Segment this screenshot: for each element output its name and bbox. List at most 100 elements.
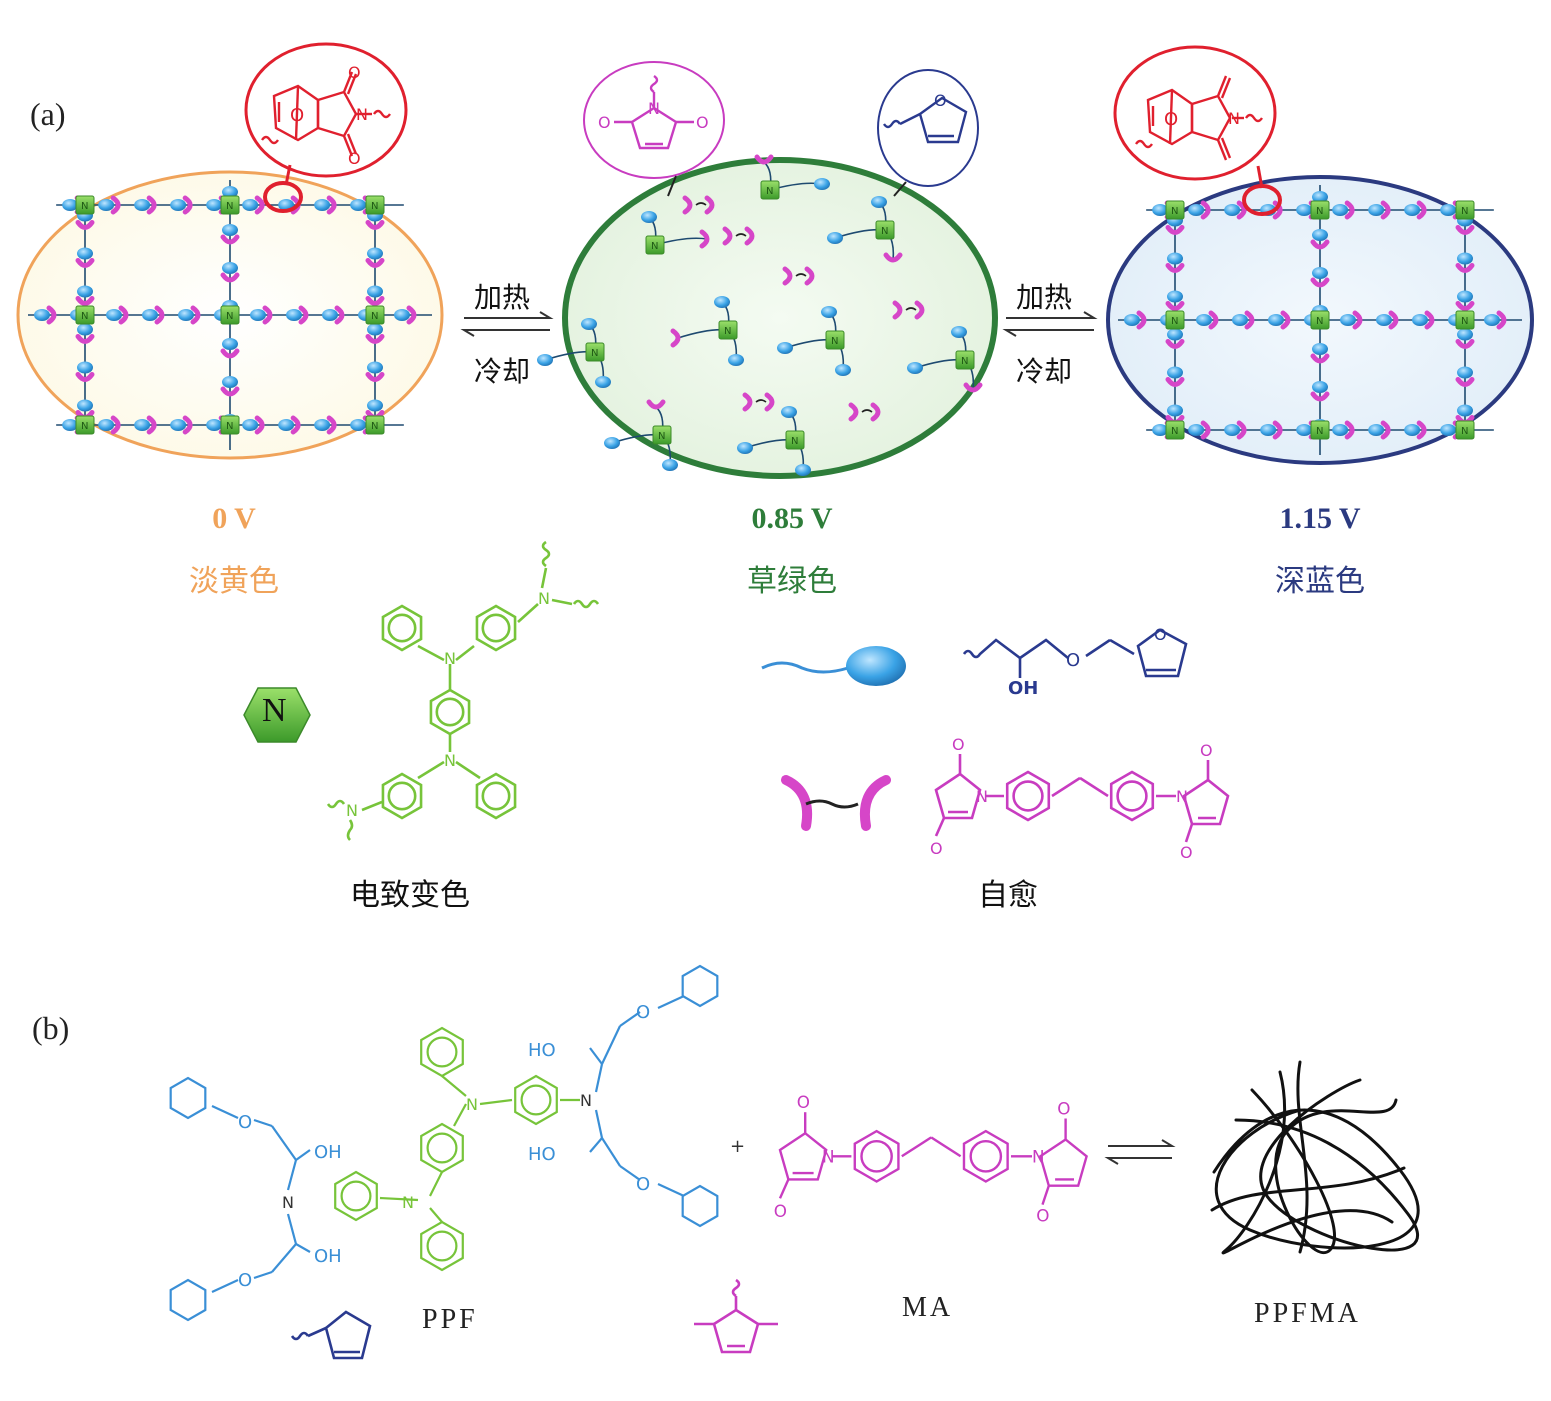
svg-text:O: O: [1057, 1098, 1070, 1118]
furan-bead: [314, 199, 331, 211]
maleimide-cup: [75, 219, 95, 230]
furan-bead: [1167, 366, 1183, 379]
maleimide-cup: [1310, 239, 1330, 250]
maleimide-cup: [1165, 300, 1185, 311]
furan-bead: [350, 199, 367, 211]
furan-bead: [1224, 424, 1241, 436]
furan-bead: [795, 464, 811, 476]
furan-bead: [1188, 424, 1205, 436]
svg-text:O: O: [636, 1002, 650, 1023]
svg-text:O: O: [1164, 109, 1178, 130]
furan-bead: [1224, 204, 1241, 216]
furan-bead-legend: [761, 646, 906, 686]
svg-text:O: O: [696, 113, 709, 132]
svg-text:N: N: [226, 421, 233, 432]
furan-bead: [662, 459, 678, 471]
maleimide-cup: [1424, 310, 1435, 330]
maleimide-cup: [1310, 277, 1330, 288]
oh-label-legend: OH: [1008, 678, 1039, 699]
tpa-node: [1165, 200, 1185, 220]
svg-text:N: N: [1176, 787, 1188, 806]
node-letter: N: [262, 692, 287, 729]
maleimide-cup: [254, 195, 265, 215]
heat-label-1: 加热: [474, 281, 531, 314]
maleimide-cup: [804, 266, 815, 286]
tpa-node: [718, 320, 738, 340]
tpa-node: [652, 425, 672, 445]
plus-sign: +: [730, 1136, 746, 1157]
furan-glycidyl-structure: OO: [962, 625, 1188, 678]
svg-text:O: O: [1036, 1205, 1049, 1225]
maleimide-cup: [110, 195, 121, 215]
furan-bead: [1376, 314, 1392, 326]
svg-text:N: N: [791, 436, 798, 447]
furan-bead: [1332, 424, 1349, 436]
maleimide-cup: [365, 295, 385, 306]
svg-text:N: N: [81, 201, 88, 212]
furan-callout: O: [877, 69, 979, 197]
svg-text:N: N: [1032, 1147, 1045, 1167]
furan-bead: [1457, 404, 1473, 417]
svg-text:N: N: [538, 589, 550, 608]
furan-bead: [1412, 314, 1428, 326]
svg-text:N: N: [371, 311, 378, 322]
maleimide-cup: [326, 195, 337, 215]
maleimide-cup: [914, 300, 925, 320]
tpa-node: [955, 350, 975, 370]
ppfma-network-scribble: [1210, 1060, 1420, 1255]
furan-bead: [1188, 204, 1205, 216]
furan-bead: [314, 419, 331, 431]
maleimide-cup: [1165, 224, 1185, 235]
furan-bead: [367, 247, 383, 260]
furan-bead: [1404, 204, 1421, 216]
furan-bead: [777, 342, 793, 354]
maleimide-cup: [1280, 310, 1291, 330]
maleimide-symbol-b: [694, 1278, 778, 1354]
ppf-name: PPF: [422, 1304, 478, 1335]
svg-text:N: N: [1171, 316, 1178, 327]
svg-text:N: N: [466, 1095, 478, 1114]
equilibrium-arrow-b: [1104, 1139, 1176, 1165]
furan-bead: [77, 247, 93, 260]
svg-text:O: O: [797, 1092, 810, 1112]
furan-bead: [1312, 191, 1328, 203]
tpa-node: [875, 220, 895, 240]
maleimide-cup: [326, 415, 337, 435]
panel-b-label: (b): [32, 1010, 70, 1046]
equilibrium-arrow-2: [1002, 311, 1098, 337]
furan-bead: [1312, 229, 1328, 241]
furan-bead: [206, 419, 223, 431]
svg-text:O: O: [238, 1270, 252, 1291]
furan-bead: [367, 285, 383, 298]
maleimide-cup: [220, 234, 240, 245]
voltage-label-0: 0 V: [212, 502, 256, 535]
furan-bead: [250, 309, 266, 321]
tpa-node: [1455, 310, 1475, 330]
color-label-0: 淡黄色: [189, 564, 279, 599]
maleimide-cup: [220, 272, 240, 283]
tpa-node: [220, 415, 240, 435]
furan-bead: [1312, 267, 1328, 279]
tpa-node: [365, 305, 385, 325]
furan-bead: [322, 309, 338, 321]
voltage-label-1: 0.85 V: [751, 502, 833, 535]
maleimide-cup: [365, 257, 385, 268]
voltage-label-2: 1.15 V: [1279, 502, 1361, 535]
furan-bead: [367, 361, 383, 374]
furan-bead: [98, 419, 115, 431]
furan-bead: [604, 437, 620, 449]
svg-text:N: N: [658, 431, 665, 442]
maleimide-cup: [262, 305, 273, 325]
maleimide-cup: [682, 195, 693, 215]
furan-bead: [62, 419, 79, 431]
maleimide-cup: [1344, 420, 1355, 440]
furan-bead: [1167, 252, 1183, 265]
svg-text:N: N: [226, 201, 233, 212]
svg-text:N: N: [81, 421, 88, 432]
furan-bead: [581, 318, 597, 330]
maleimide-cup: [722, 226, 733, 246]
svg-text:N: N: [282, 1193, 294, 1212]
